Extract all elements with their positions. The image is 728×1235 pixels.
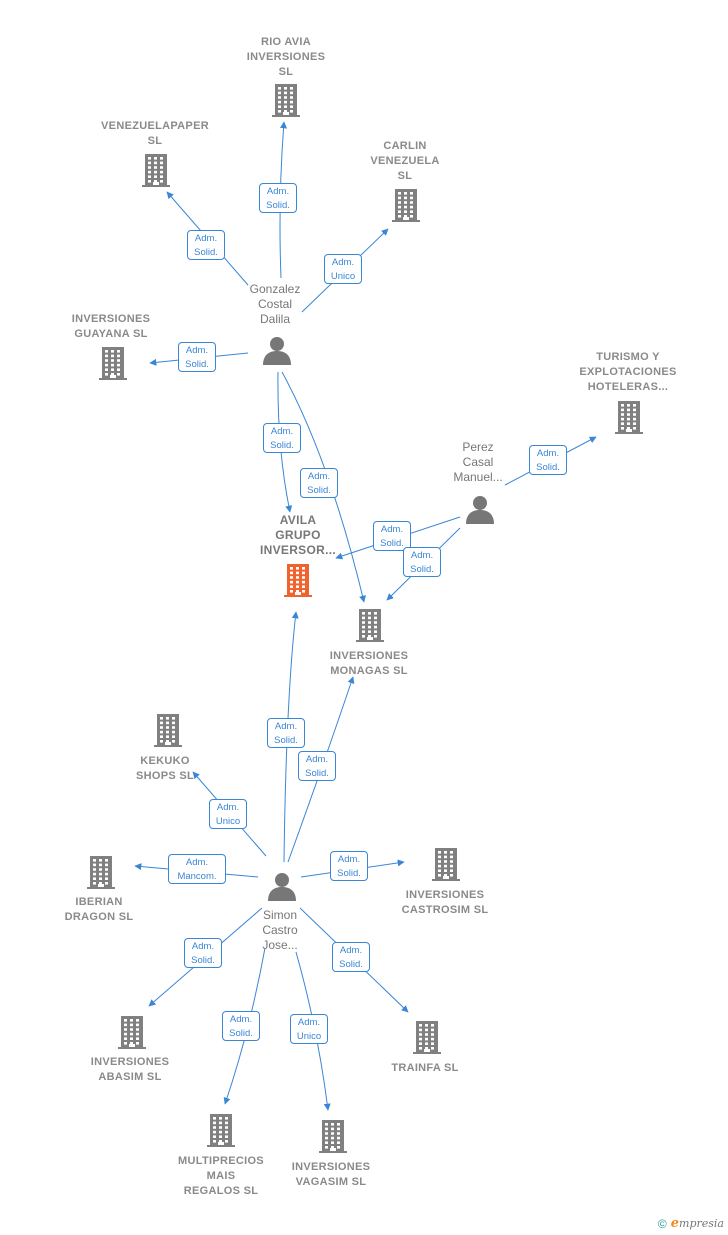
company-name[interactable]: INVERSIONES ABASIM SL [90, 1056, 170, 1083]
role-label: Adm. Solid. [267, 718, 305, 748]
building-icon[interactable] [272, 83, 300, 122]
role-label: Adm. Unico [290, 1014, 328, 1044]
role-label: Adm. Solid. [298, 751, 336, 781]
building-icon[interactable] [319, 1119, 347, 1158]
role-label: Adm. Solid. [403, 547, 441, 577]
company-name[interactable]: RIO AVIA INVERSIONES SL [246, 36, 326, 78]
copyright-icon: © [657, 1216, 667, 1231]
role-label: Adm. Solid. [222, 1011, 260, 1041]
building-icon[interactable] [142, 153, 170, 192]
role-label: Adm. Solid. [529, 445, 567, 475]
company-name[interactable]: CARLIN VENEZUELA SL [370, 140, 440, 182]
role-label: Adm. Unico [324, 254, 362, 284]
person-icon[interactable] [267, 871, 297, 906]
company-name[interactable]: KEKUKO SHOPS SL [135, 755, 195, 782]
role-label: Adm. Solid. [373, 521, 411, 551]
company-name[interactable]: INVERSIONES MONAGAS SL [329, 650, 409, 677]
building-icon[interactable] [356, 608, 384, 647]
role-label: Adm. Solid. [187, 230, 225, 260]
building-icon[interactable] [432, 847, 460, 886]
role-label: Adm. Solid. [332, 942, 370, 972]
role-label: Adm. Unico [209, 799, 247, 829]
role-label: Adm. Solid. [263, 423, 301, 453]
company-name[interactable]: INVERSIONES VAGASIM SL [291, 1161, 371, 1188]
person-icon[interactable] [262, 335, 292, 370]
company-name[interactable]: IBERIAN DRAGON SL [64, 896, 134, 923]
building-icon[interactable] [87, 855, 115, 894]
footer-credit: © empresia [658, 1216, 724, 1231]
person-name[interactable]: Perez Casal Manuel... [453, 440, 503, 484]
building-icon[interactable] [392, 188, 420, 227]
company-name[interactable]: TURISMO Y EXPLOTACIONES HOTELERAS... [579, 351, 677, 393]
person-name[interactable]: Gonzalez Costal Dalila [249, 282, 301, 326]
person-icon[interactable] [465, 494, 495, 529]
building-icon[interactable] [413, 1020, 441, 1059]
company-name[interactable]: INVERSIONES CASTROSIM SL [401, 889, 489, 916]
company-name[interactable]: VENEZUELAPAPER SL [101, 120, 209, 147]
company-name[interactable]: INVERSIONES GUAYANA SL [71, 313, 151, 340]
role-label: Adm. Solid. [184, 938, 222, 968]
role-label: Adm. Solid. [178, 342, 216, 372]
empresia-logo: empresia [670, 1216, 724, 1231]
building-icon[interactable] [284, 563, 312, 602]
company-name[interactable]: TRAINFA SL [391, 1062, 459, 1074]
building-icon[interactable] [615, 400, 643, 439]
company-name[interactable]: AVILA GRUPO INVERSOR... [260, 513, 336, 557]
role-label: Adm. Solid. [259, 183, 297, 213]
role-label: Adm. Solid. [330, 851, 368, 881]
building-icon[interactable] [154, 713, 182, 752]
building-icon[interactable] [207, 1113, 235, 1152]
person-name[interactable]: Simon Castro Jose... [262, 908, 298, 952]
building-icon[interactable] [118, 1015, 146, 1054]
role-label: Adm. Solid. [300, 468, 338, 498]
company-name[interactable]: MULTIPRECIOS MAIS REGALOS SL [178, 1155, 264, 1197]
role-label: Adm. Mancom. [168, 854, 226, 884]
building-icon[interactable] [99, 346, 127, 385]
